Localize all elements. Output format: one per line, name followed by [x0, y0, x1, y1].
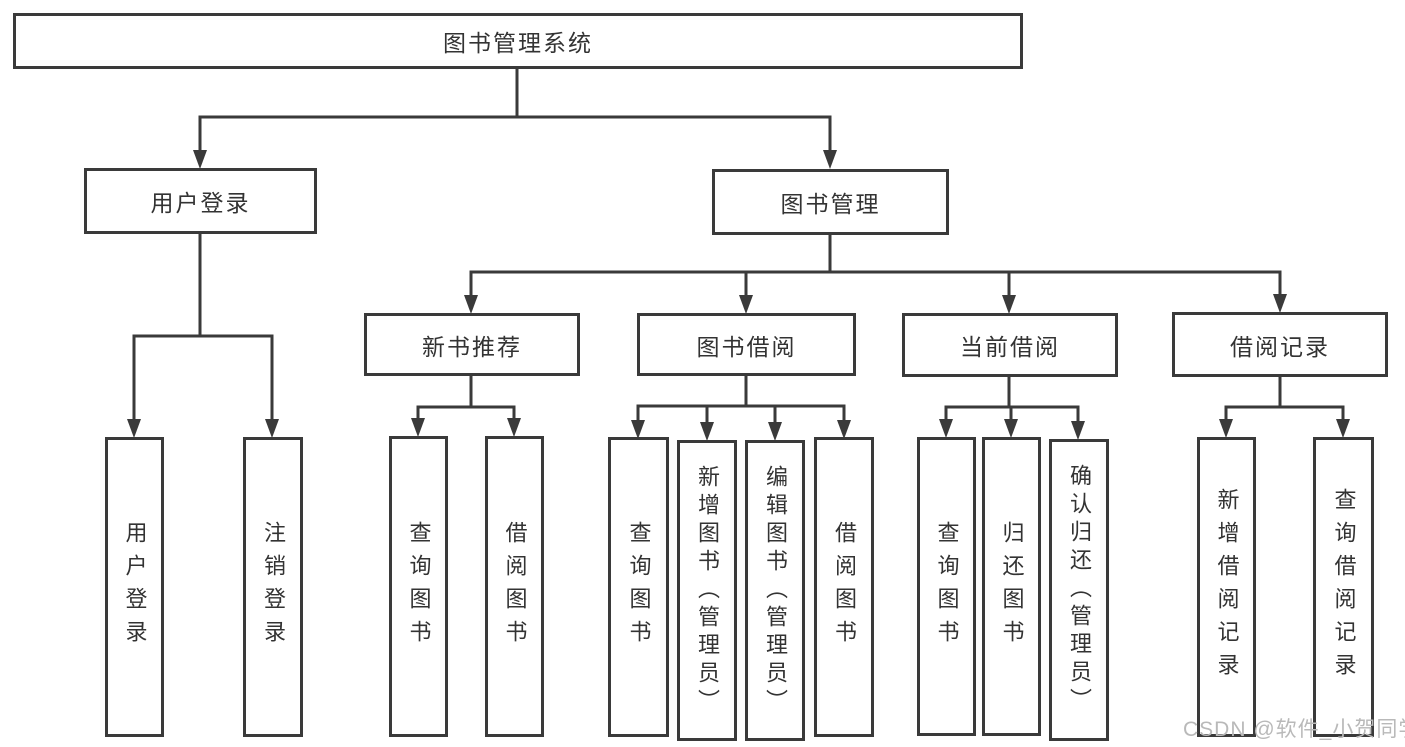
leaf-confirm-return-admin: 确认归还（管理员）: [1049, 439, 1109, 741]
leaf-recommend-query-books-label: 查询图书: [406, 520, 432, 653]
leaf-return-books: 归还图书: [982, 437, 1041, 736]
leaf-add-books-admin: 新增图书（管理员）: [677, 440, 737, 741]
leaf-recommend-borrow-books: 借阅图书: [485, 436, 544, 737]
leaf-current-query-books-label: 查询图书: [934, 520, 960, 653]
leaf-recommend-borrow-books-label: 借阅图书: [502, 520, 528, 653]
node-new-book-recommend-label: 新书推荐: [422, 333, 522, 360]
node-user-login: 用户登录: [84, 168, 317, 234]
leaf-confirm-return-admin-label: 确认归还（管理员）: [1067, 464, 1092, 716]
node-user-login-label: 用户登录: [150, 190, 251, 216]
leaf-user-login-label: 用户登录: [122, 521, 148, 653]
leaf-edit-books-admin-label: 编辑图书（管理员）: [763, 464, 788, 717]
node-book-borrowing-label: 图书借阅: [696, 333, 797, 360]
node-current-borrowing: 当前借阅: [902, 313, 1118, 377]
node-root-system: 图书管理系统: [13, 13, 1023, 69]
node-book-management: 图书管理: [712, 169, 949, 235]
leaf-query-borrow-record: 查询借阅记录: [1313, 437, 1374, 737]
leaf-query-borrow-record-label: 查询借阅记录: [1331, 488, 1357, 686]
leaf-return-books-label: 归还图书: [999, 520, 1025, 653]
leaf-borrowing-query-books-label: 查询图书: [626, 521, 652, 653]
node-borrowing-records-label: 借阅记录: [1230, 333, 1330, 360]
node-root-system-label: 图书管理系统: [443, 30, 593, 56]
leaf-add-borrow-record-label: 新增借阅记录: [1214, 488, 1240, 686]
node-book-borrowing: 图书借阅: [637, 313, 856, 376]
node-borrowing-records: 借阅记录: [1172, 312, 1388, 377]
leaf-add-borrow-record: 新增借阅记录: [1197, 437, 1256, 737]
leaf-user-login: 用户登录: [105, 437, 164, 737]
leaf-recommend-query-books: 查询图书: [389, 436, 448, 737]
leaf-borrowing-query-books: 查询图书: [608, 437, 669, 737]
node-book-management-label: 图书管理: [780, 191, 881, 217]
csdn-watermark: CSDN @软件_小贺同学: [1183, 718, 1405, 741]
node-new-book-recommend: 新书推荐: [364, 313, 580, 376]
leaf-add-books-admin-label: 新增图书（管理员）: [695, 464, 720, 717]
leaf-logout-label: 注销登录: [261, 521, 286, 653]
leaf-current-query-books: 查询图书: [917, 437, 976, 736]
leaf-edit-books-admin: 编辑图书（管理员）: [745, 440, 805, 741]
leaf-logout: 注销登录: [243, 437, 303, 737]
leaf-borrowing-borrow-books-label: 借阅图书: [832, 521, 857, 653]
leaf-borrowing-borrow-books: 借阅图书: [814, 437, 874, 737]
node-current-borrowing-label: 当前借阅: [960, 334, 1060, 360]
